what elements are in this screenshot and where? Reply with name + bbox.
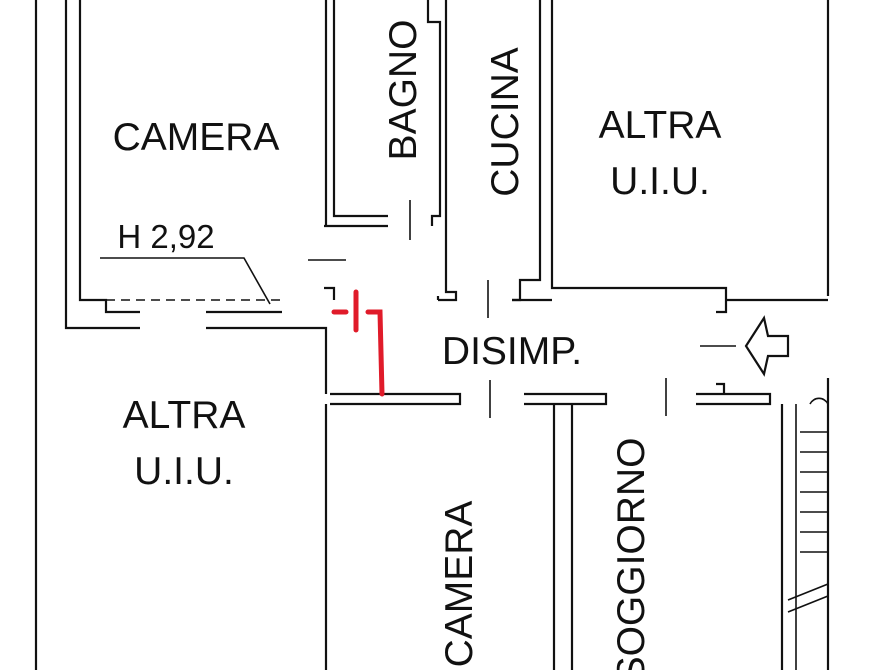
cucina-label: CUCINA	[484, 47, 527, 197]
bagno-label: BAGNO	[382, 20, 425, 161]
entrance-arrow-icon	[744, 315, 790, 377]
altra-left-line1: ALTRA	[123, 394, 246, 437]
camera-bottom-label: CAMERA	[438, 501, 481, 668]
disimp-walls	[330, 296, 828, 418]
bagno-walls	[308, 0, 442, 300]
camera-top-walls	[64, 0, 328, 394]
outer-walls	[34, 0, 830, 670]
disimp-label: DISIMP.	[442, 330, 582, 373]
soggiorno-label: SOGGIORNO	[610, 438, 653, 670]
red-marker	[331, 289, 385, 397]
camera-top-label: CAMERA	[113, 116, 280, 159]
height-note: H 2,92	[117, 218, 214, 255]
staircase	[787, 397, 829, 613]
altra-left-line2: U.I.U.	[134, 450, 234, 493]
altra-right-line1: ALTRA	[599, 104, 722, 147]
height-leader	[100, 257, 271, 305]
altra-right-line2: U.I.U.	[610, 160, 710, 203]
bottom-room-walls	[324, 404, 797, 670]
cucina-walls	[438, 0, 728, 318]
